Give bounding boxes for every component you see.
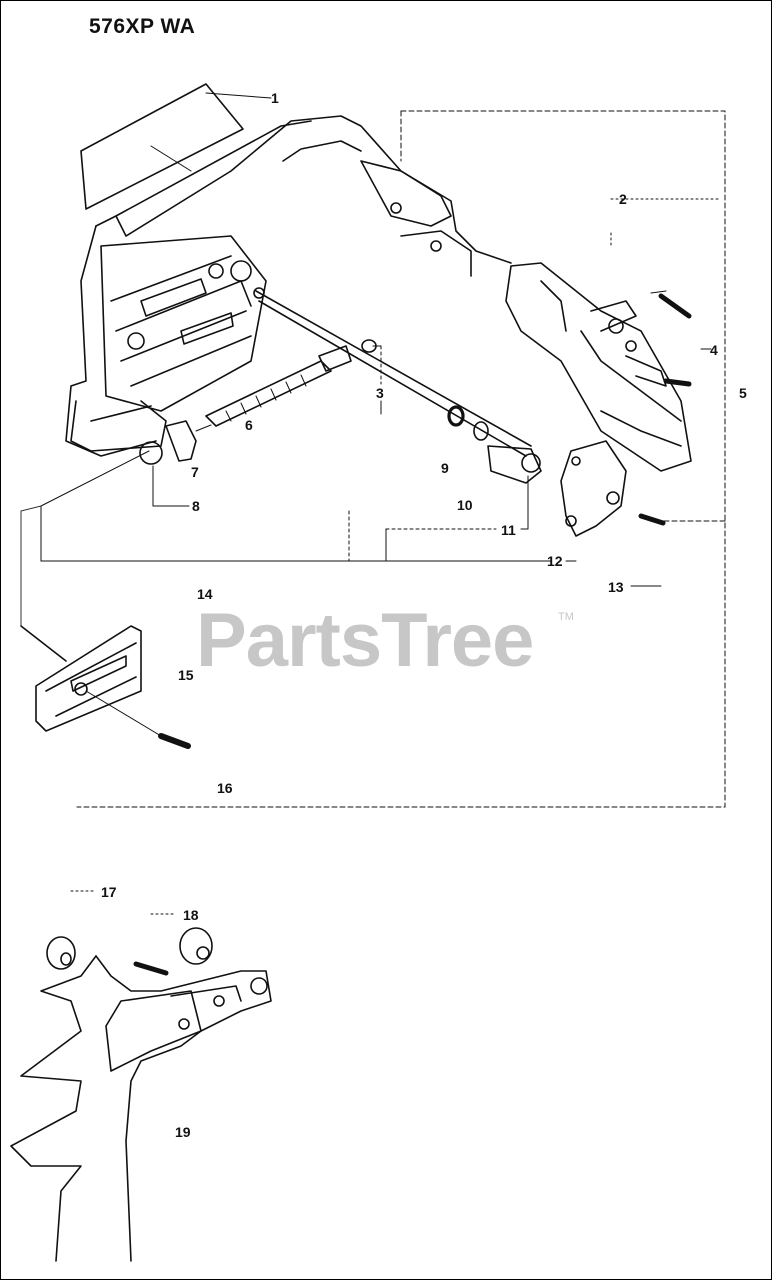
callout-2: 2 — [619, 191, 627, 207]
part-screw-2 — [650, 290, 692, 319]
part-bracket-plate — [560, 440, 627, 537]
callout-15: 15 — [178, 667, 194, 683]
callout-17: 17 — [101, 884, 117, 900]
callout-11: 11 — [501, 522, 516, 538]
callout-8: 8 — [192, 498, 200, 514]
assembly-boundary — [76, 110, 726, 808]
callout-10: 10 — [457, 497, 473, 513]
callout-13: 13 — [608, 579, 624, 595]
callout-9: 9 — [441, 460, 449, 476]
watermark-trademark: TM — [558, 611, 574, 623]
part-tensioner-housing — [505, 262, 692, 472]
part-8-spacer — [139, 441, 163, 465]
part-screw-13 — [638, 513, 666, 526]
part-screw-4 — [663, 378, 692, 387]
leader-lines — [20, 198, 720, 915]
part-clutch-cover — [65, 115, 512, 457]
callout-16: 16 — [217, 780, 233, 796]
part-7-nut — [165, 420, 197, 462]
part-tensioner-screw — [205, 345, 352, 427]
diagram-title: 576XP WA — [89, 15, 196, 38]
part-adjuster-rod — [240, 280, 532, 457]
callout-12: 12 — [547, 553, 563, 569]
part-decal — [80, 83, 272, 210]
callout-1: 1 — [271, 90, 279, 106]
callout-3: 3 — [376, 385, 384, 401]
callout-14: 14 — [197, 586, 213, 602]
callout-18: 18 — [183, 907, 199, 923]
callout-5: 5 — [739, 385, 747, 401]
callout-7: 7 — [191, 464, 199, 480]
callout-4: 4 — [710, 342, 718, 358]
callout-19: 19 — [175, 1124, 191, 1140]
part-bumper-spike — [10, 927, 272, 1262]
callout-6: 6 — [245, 417, 253, 433]
part-guide-plate — [20, 625, 191, 749]
part-tensioner-gear — [487, 445, 542, 484]
watermark: PartsTree — [196, 598, 534, 683]
